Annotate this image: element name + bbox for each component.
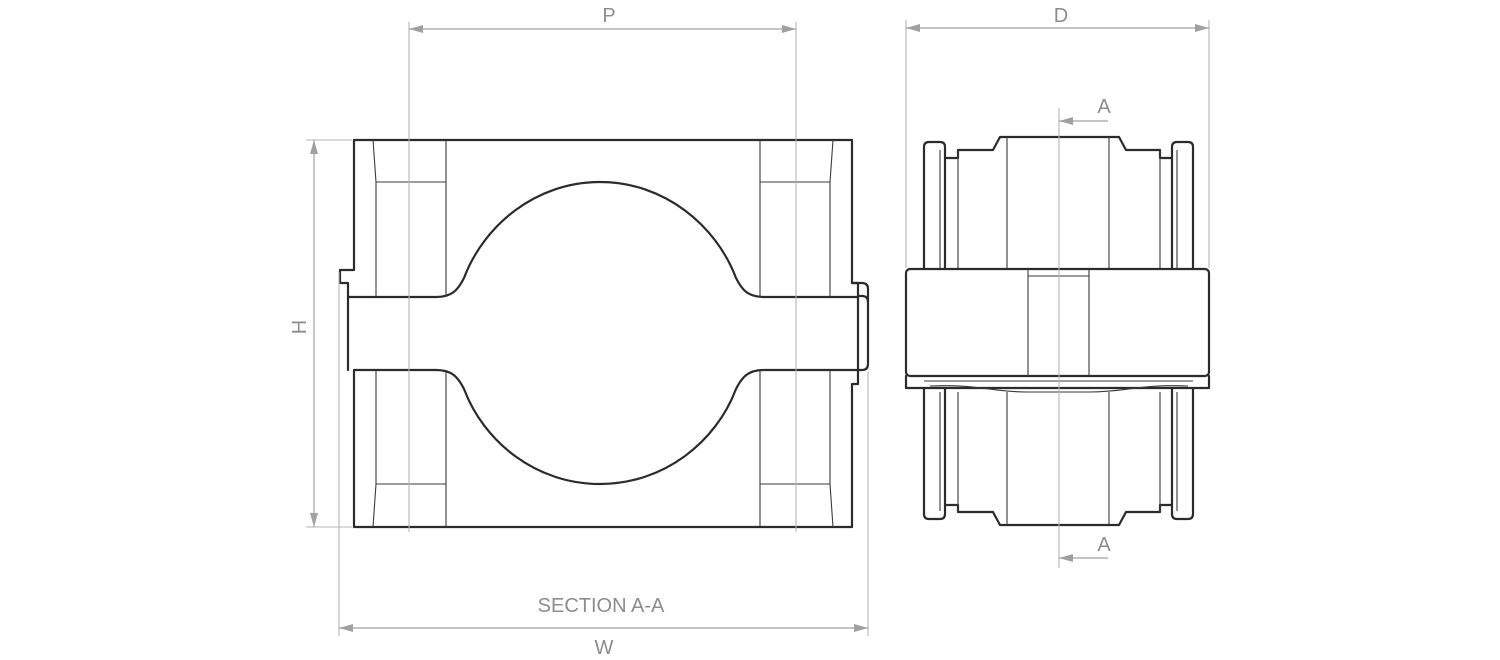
h-arrow-top [310,140,318,154]
side-upper-left-flange [922,140,947,271]
section-arrow-top-head [1059,117,1073,125]
side-lower-right-flange [1170,386,1195,521]
h-arrow-bottom [310,513,318,527]
side-central-band [904,267,1211,378]
w-label: W [595,637,614,659]
side-lower-left-flange [922,386,947,521]
section-marker-bottom: A [1097,534,1111,556]
p-arrow-left [409,25,423,33]
front-middle-tongue [346,294,870,372]
d-arrow-right [1195,24,1209,32]
side-upper-right-flange [1170,140,1195,271]
section-caption: SECTION A-A [538,595,665,617]
front-lower-body [352,368,860,529]
front-upper-body [338,138,860,299]
w-arrow-left [339,624,353,632]
section-arrow-bottom-head [1059,554,1073,562]
side-lower-lip [904,374,1211,390]
w-arrow-right [854,624,868,632]
side-dimensions: D A A [905,5,1210,568]
side-view [904,135,1211,527]
front-right-flange-lines [759,139,834,528]
h-label: H [289,320,311,334]
side-upper-hub-lines [957,137,1161,269]
front-right-tab [850,281,870,304]
d-arrow-left [906,24,920,32]
d-label: D [1054,5,1068,27]
front-view [338,138,870,529]
side-lower-hub-lines [957,392,1161,525]
side-central-band-detail [1027,269,1090,382]
section-marker-top: A [1097,96,1111,118]
front-left-flange-lines [372,139,447,528]
p-arrow-right [782,25,796,33]
p-label: P [602,5,615,27]
front-dimensions: P H W SECTION A-A [289,5,869,659]
